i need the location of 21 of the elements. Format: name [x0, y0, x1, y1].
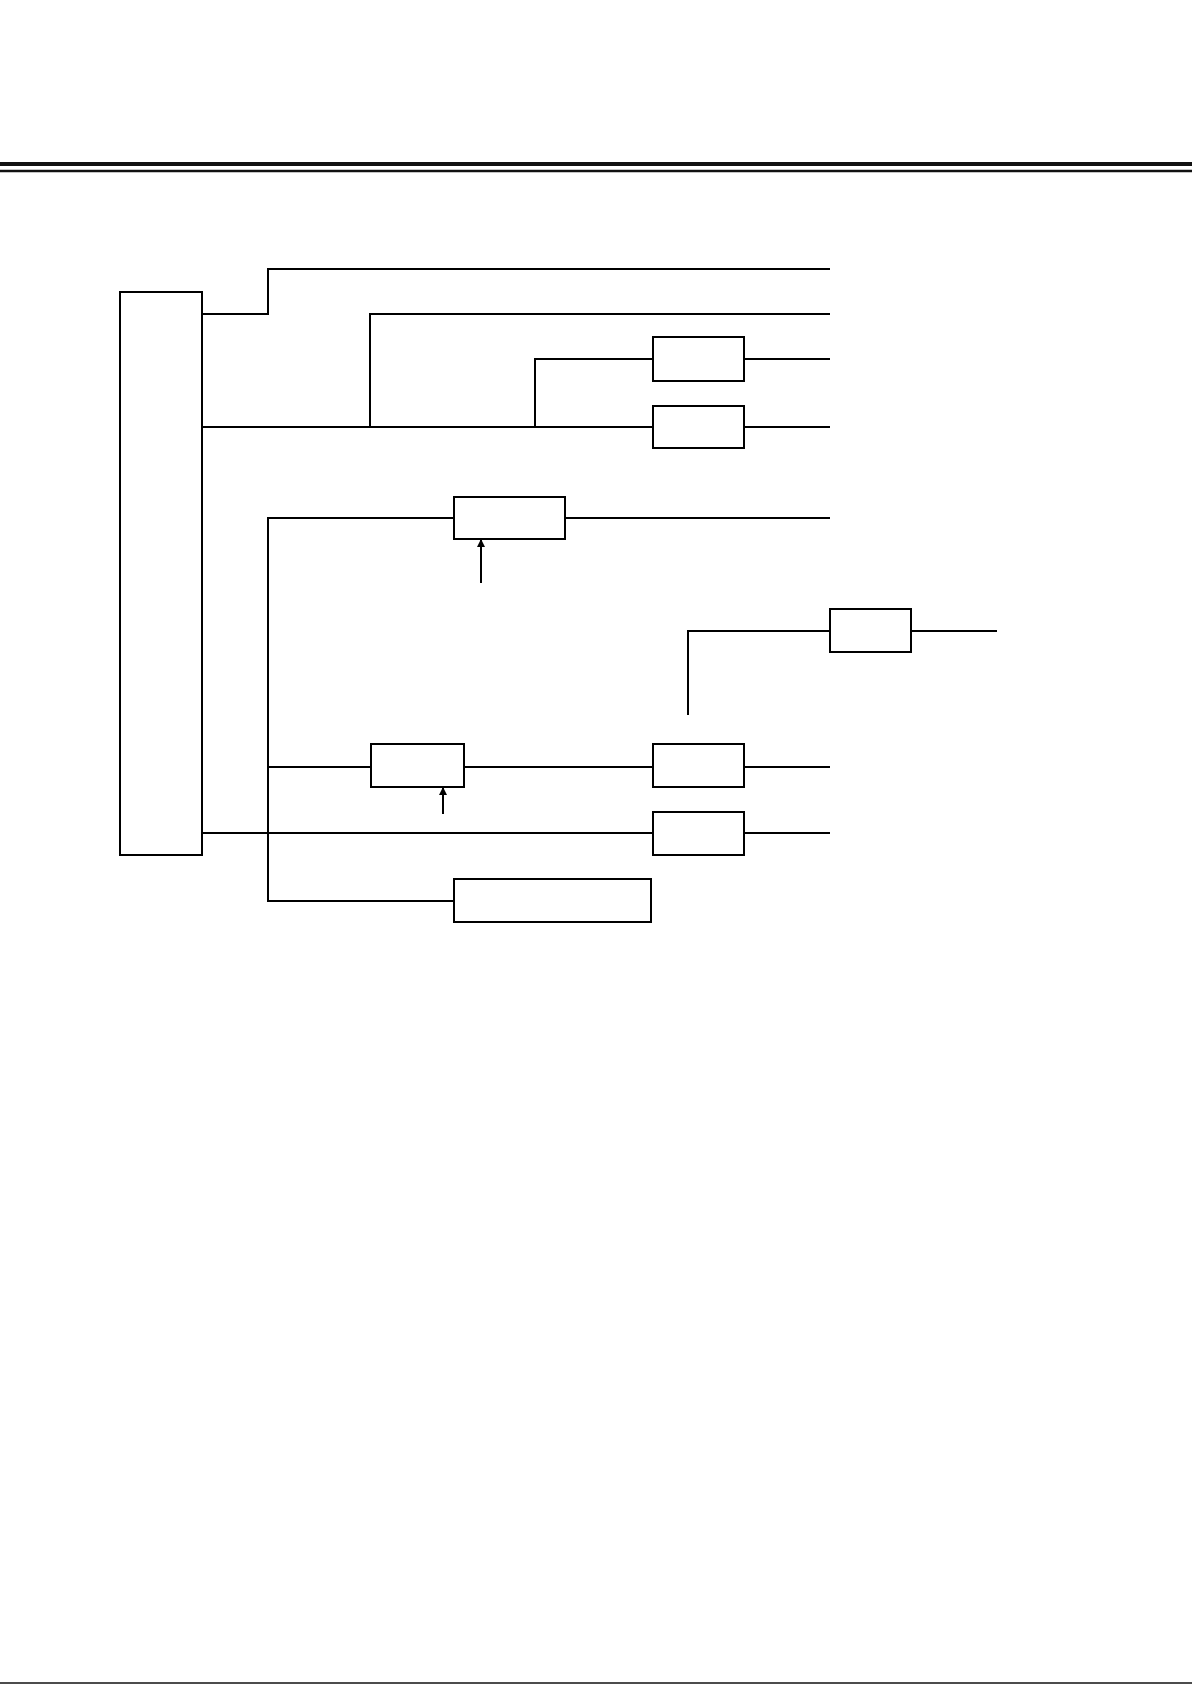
connector-line — [744, 426, 831, 428]
empty-box — [652, 336, 745, 382]
connector-line — [202, 268, 831, 315]
empty-box — [119, 291, 203, 856]
connector-line — [744, 766, 831, 768]
empty-box — [829, 608, 912, 653]
connector-line — [565, 517, 831, 519]
empty-box — [652, 743, 745, 788]
empty-box — [453, 496, 566, 540]
empty-box — [453, 878, 652, 923]
connector-line — [744, 832, 831, 834]
connector-line — [464, 766, 653, 768]
connector-line — [687, 630, 830, 716]
connector-line — [911, 630, 998, 632]
arrow — [439, 787, 447, 815]
empty-box — [370, 743, 465, 788]
connector-line — [202, 832, 454, 902]
empty-box — [652, 405, 745, 449]
connector-line — [744, 358, 831, 360]
arrow — [477, 539, 485, 584]
empty-box — [652, 811, 745, 856]
